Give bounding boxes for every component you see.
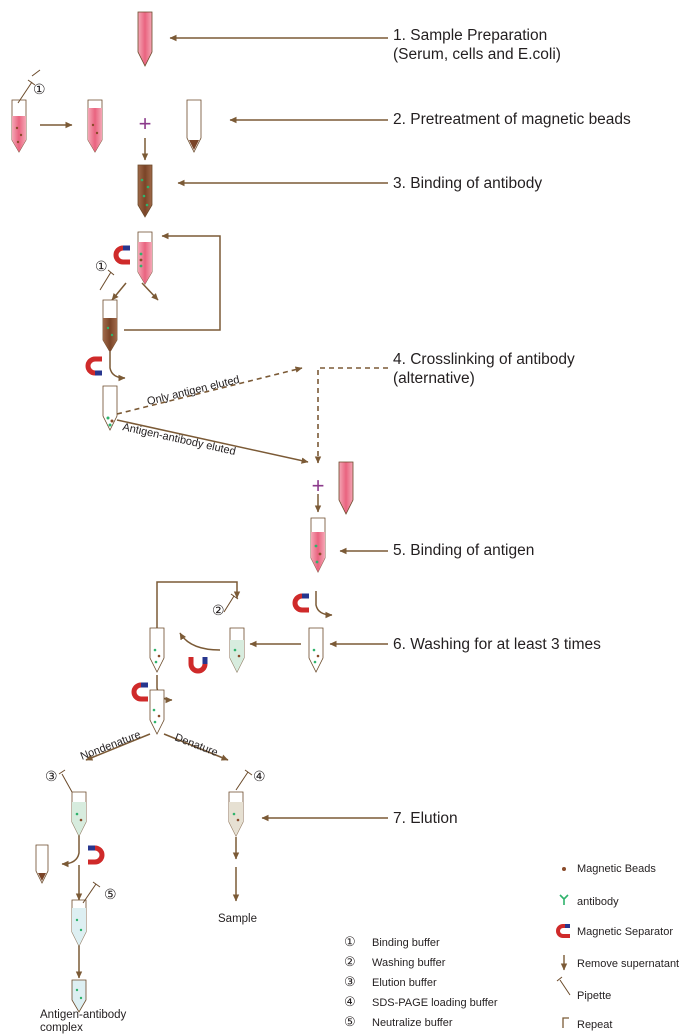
buffer-label: Washing buffer bbox=[372, 957, 446, 969]
legend-label: antibody bbox=[577, 896, 619, 908]
buffer-num: ② bbox=[344, 954, 356, 969]
magnetic-bead-icon bbox=[562, 867, 566, 871]
tube-sample bbox=[137, 11, 153, 67]
tube-complex bbox=[71, 979, 87, 1013]
buffer-label: Elution buffer bbox=[372, 977, 437, 989]
tube-beads-pretreat-2 bbox=[87, 99, 103, 153]
magnet-legend-icon bbox=[556, 924, 570, 938]
tube-beads-pretreat-1 bbox=[11, 99, 27, 153]
tube-wash-a bbox=[308, 627, 324, 673]
legend-icons bbox=[556, 867, 571, 1028]
legend-label: Repeat bbox=[577, 1019, 613, 1031]
tube-magnet-1 bbox=[137, 231, 153, 285]
crosslink-dashed-arrows bbox=[116, 366, 388, 464]
buffer-num: ③ bbox=[344, 974, 356, 989]
tube-waste bbox=[35, 844, 49, 884]
pipette-legend-icon bbox=[556, 976, 571, 996]
step-6-title: 6. Washing for at least 3 times bbox=[393, 636, 601, 653]
output-complex-line2: complex bbox=[40, 1022, 83, 1034]
path-label-nondenature: Nondenature bbox=[79, 729, 143, 763]
step-1-subtitle: (Serum, cells and E.coli) bbox=[393, 46, 561, 63]
legend-label: Pipette bbox=[577, 990, 612, 1002]
tube-wash-c bbox=[149, 627, 165, 673]
buffer-num: ① bbox=[344, 934, 356, 949]
pipette-icon bbox=[17, 69, 253, 904]
legend-label: Magnetic Beads bbox=[577, 863, 656, 875]
marker-sds: ④ bbox=[253, 768, 266, 784]
step-5-title: 5. Binding of antigen bbox=[393, 542, 535, 559]
marker-washing: ② bbox=[212, 602, 225, 618]
buffer-num: ④ bbox=[344, 994, 356, 1009]
marker-binding-1: ① bbox=[33, 81, 46, 97]
step-3-title: 3. Binding of antibody bbox=[393, 175, 543, 192]
step-4-title: 4. Crosslinking of antibody bbox=[393, 351, 575, 368]
tube-denature bbox=[228, 791, 244, 837]
buffer-label: SDS-PAGE loading buffer bbox=[372, 997, 498, 1009]
output-sample: Sample bbox=[218, 913, 257, 925]
tube-antibody bbox=[186, 99, 202, 153]
marker-elution: ③ bbox=[45, 768, 58, 784]
antibody-icon bbox=[559, 894, 569, 905]
tube-washed bbox=[149, 689, 165, 735]
path-label-denature: Denature bbox=[173, 732, 220, 759]
step-2-title: 2. Pretreatment of magnetic beads bbox=[393, 111, 631, 128]
tube-bind-antigen bbox=[310, 517, 326, 573]
marker-neutralize: ⑤ bbox=[104, 886, 117, 902]
magnet-icon bbox=[85, 245, 309, 865]
buffer-label: Binding buffer bbox=[372, 937, 440, 949]
repeat-icon bbox=[562, 1017, 569, 1028]
tube-neutralize bbox=[71, 899, 87, 947]
tube-wash-b bbox=[229, 627, 245, 673]
step-pointer-arrows bbox=[169, 34, 388, 822]
plus-sign-1: + bbox=[139, 111, 152, 136]
legend-label: Remove supernatant bbox=[577, 958, 680, 970]
tube-nondenature bbox=[71, 791, 87, 837]
output-complex-line1: Antigen-antibody bbox=[40, 1009, 127, 1021]
marker-binding-2: ① bbox=[95, 258, 108, 274]
step-1-title: 1. Sample Preparation bbox=[393, 27, 548, 44]
tube-eluted-1 bbox=[102, 385, 118, 431]
flow-arrows bbox=[40, 121, 333, 979]
path-label-antigen-antibody: Antigen-antibody eluted bbox=[121, 421, 236, 458]
step-4-subtitle: (alternative) bbox=[393, 370, 475, 387]
step-7-title: 7. Elution bbox=[393, 810, 458, 827]
plus-sign-2: + bbox=[312, 473, 325, 498]
tube-bind-antibody bbox=[137, 164, 153, 218]
tube-sample-2 bbox=[338, 461, 354, 515]
buffer-label: Neutralize buffer bbox=[372, 1017, 453, 1029]
buffer-num: ⑤ bbox=[344, 1014, 356, 1029]
tube-wash-1 bbox=[102, 299, 118, 353]
legend-label: Magnetic Separator bbox=[577, 926, 673, 938]
path-label-only-antigen: Only antigen eluted bbox=[146, 374, 241, 408]
